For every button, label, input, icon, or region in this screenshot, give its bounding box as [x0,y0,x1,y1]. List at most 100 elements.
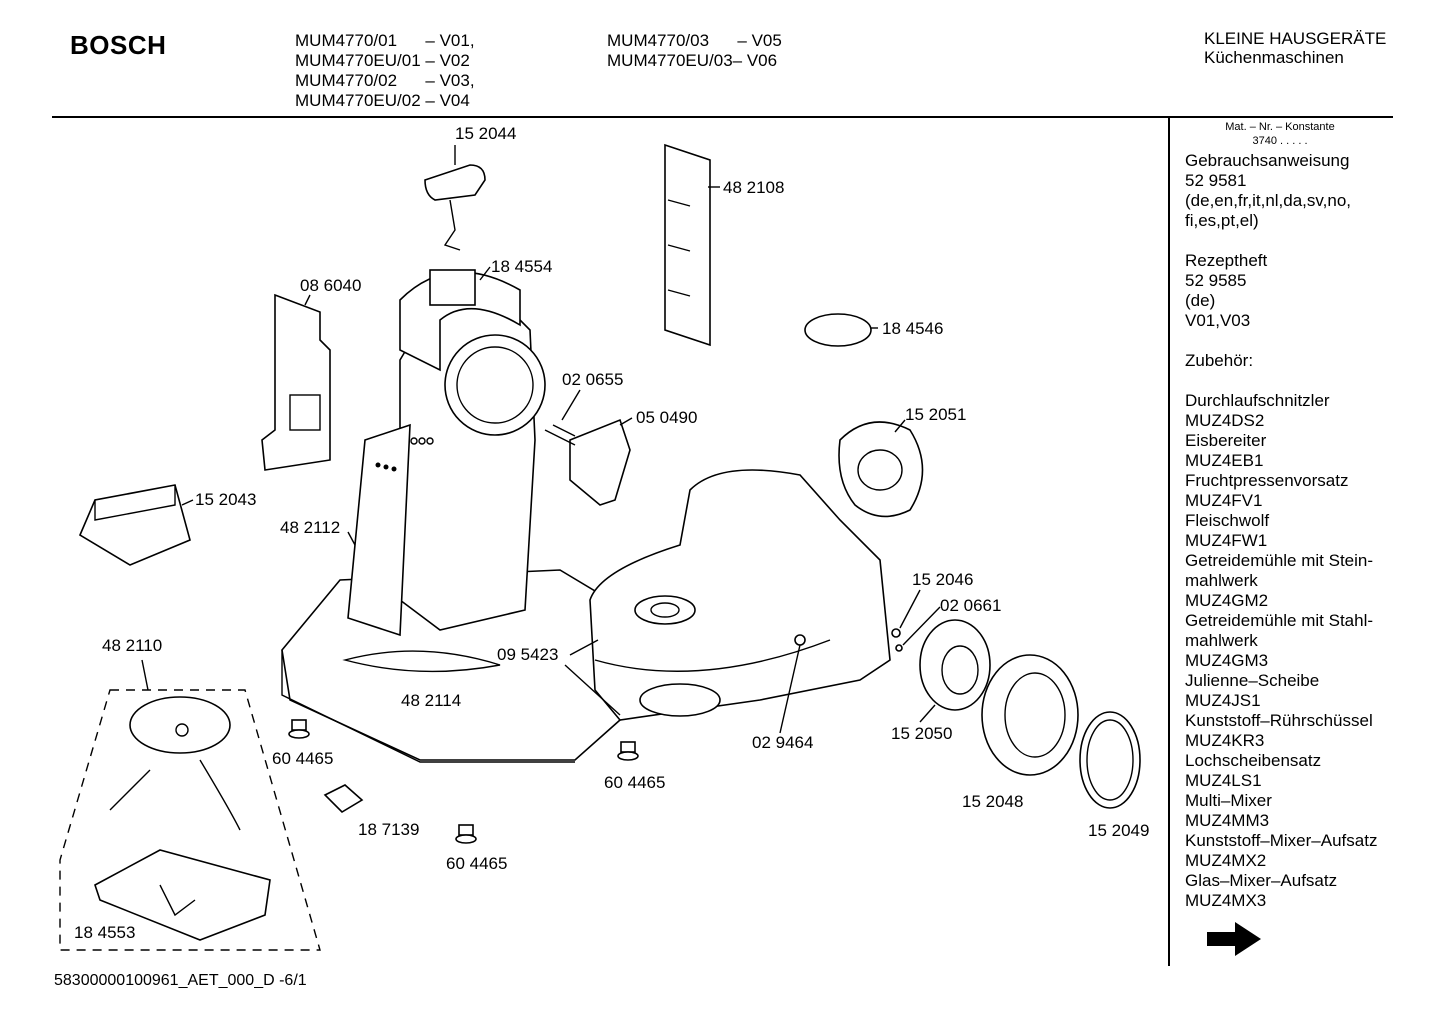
mat-number-header: Mat. – Nr. – Konstante [1225,121,1335,133]
sidebar-line: mahlwerk [1185,571,1258,590]
part-number-label: 48 2108 [723,178,784,197]
small-spring [891,628,901,638]
part-number-label: 18 7139 [358,820,419,839]
shaft-pin [552,424,576,437]
sidebar-line: MUZ4LS1 [1185,771,1262,790]
sidebar-line: MUZ4GM3 [1185,651,1269,670]
part-number-label: 15 2049 [1088,821,1149,840]
model-line: MUM4770EU/02 – V04 [295,91,470,110]
sidebar-divider [1168,118,1170,966]
part-number-label: 48 2110 [102,636,162,655]
sidebar-line: Gebrauchsanweisung [1185,151,1350,170]
sidebar-line: (de) [1185,291,1216,310]
outlet-cap [981,654,1079,776]
footer-code: 58300000100961_AET_000_D -6/1 [54,972,307,989]
part-number-label: 15 2050 [891,724,952,743]
sidebar-line: Rezeptheft [1185,251,1268,270]
arrow-right-icon[interactable] [1205,920,1263,963]
sidebar-line: Multi–Mixer [1185,791,1272,810]
part-number-label: 15 2044 [455,124,516,143]
sidebar-line: Getreidemühle mit Stahl- [1185,611,1374,630]
sidebar-line: 52 9585 [1185,271,1247,290]
part-number-label: 60 4465 [272,749,333,768]
leader-lines [141,145,941,734]
part-number-label: 02 9464 [752,733,813,752]
part-number-label: 08 6040 [300,276,361,295]
category-title: KLEINE HAUSGERÄTE [1204,29,1387,48]
sidebar-line: MUZ4MX2 [1185,851,1267,870]
small-pin [895,644,903,652]
part-number-label: 09 5423 [497,645,558,664]
column-housing [399,269,546,631]
sidebar-line: MUZ4DS2 [1185,411,1265,430]
part-number-label: 15 2051 [905,405,966,424]
model-line: MUM4770EU/01 – V02 [295,51,470,70]
motor-unit [59,689,321,951]
sidebar-line: Lochscheibensatz [1185,751,1322,770]
sidebar-line: MUZ4KR3 [1185,731,1265,750]
model-line: MUM4770EU/03– V06 [607,51,778,70]
sidebar-line: Kunststoff–Mixer–Aufsatz [1185,831,1378,850]
sidebar-line: V01,V03 [1185,311,1251,330]
header-divider [52,116,1393,118]
sidebar-line: Eisbereiter [1185,431,1267,450]
clip-part [323,784,364,814]
sidebar-line: (de,en,fr,it,nl,da,sv,no, [1185,191,1351,210]
sidebar-line: MUZ4MX3 [1185,891,1267,910]
part-number-label: 02 0661 [940,596,1001,615]
model-line: MUM4770/03 – V05 [607,31,782,50]
part-number-label: 48 2114 [401,691,461,710]
drive-ring-guard [838,421,924,518]
drive-cross [544,418,631,506]
part-number-label: 48 2112 [280,518,340,537]
sidebar-line: MUZ4EB1 [1185,451,1264,470]
sidebar-line: Zubehör: [1185,351,1254,370]
control-box [78,484,191,566]
brand-logo: BOSCH [70,30,167,60]
sidebar-line: Fruchtpressenvorsatz [1185,471,1349,490]
sidebar-line: mahlwerk [1185,631,1258,650]
model-list-right: MUM4770/03 – V05 MUM4770EU/03– V06 [607,31,782,71]
small-screw [794,634,806,646]
foot [288,719,310,739]
cover-strip [664,143,711,347]
sidebar-line: MUZ4GM2 [1185,591,1269,610]
foot [617,741,639,761]
sidebar-line: Kunststoff–Rührschüssel [1185,711,1373,730]
sidebar-line: MUZ4FW1 [1185,531,1268,550]
gear-wheel [919,619,991,711]
sidebar-line: MUZ4JS1 [1185,691,1261,710]
model-line: MUM4770/01 – V01, [295,31,475,50]
sidebar-line [1185,331,1377,351]
part-number-label: 60 4465 [446,854,507,873]
part-number-label: 15 2048 [962,792,1023,811]
motor-arm [589,469,891,721]
part-number-label: 05 0490 [636,408,697,427]
model-line: MUM4770/02 – V03, [295,71,475,90]
outlet-ring [1079,711,1141,809]
sidebar-line: MUZ4FV1 [1185,491,1263,510]
switch-bracket [261,293,331,471]
category-subtitle: Küchenmaschinen [1204,48,1344,67]
sidebar-line: fi,es,pt,el) [1185,211,1259,230]
sidebar-line: Julienne–Scheibe [1185,671,1320,690]
mat-number-value: 3740 . . . . . [1252,135,1308,147]
sidebar-line [1185,371,1377,391]
part-number-label: 02 0655 [562,370,623,389]
part-number-label: 18 4553 [74,923,135,942]
front-panel [347,423,411,637]
part-number-label: 18 4546 [882,319,943,338]
sidebar-line: Glas–Mixer–Aufsatz [1185,871,1338,890]
part-number-label: 60 4465 [604,773,665,792]
sidebar-line [1185,231,1377,251]
category-block: KLEINE HAUSGERÄTE Küchenmaschinen [1204,29,1386,67]
foot [455,824,477,844]
model-list-left: MUM4770/01 – V01, MUM4770EU/01 – V02 MUM… [295,31,475,111]
sidebar-line: MUZ4MM3 [1185,811,1270,830]
part-number-label: 15 2046 [912,570,973,589]
sidebar-line: 52 9581 [1185,171,1247,190]
seal-ring [804,313,872,347]
sidebar-line: Durchlaufschnitzler [1185,391,1330,410]
